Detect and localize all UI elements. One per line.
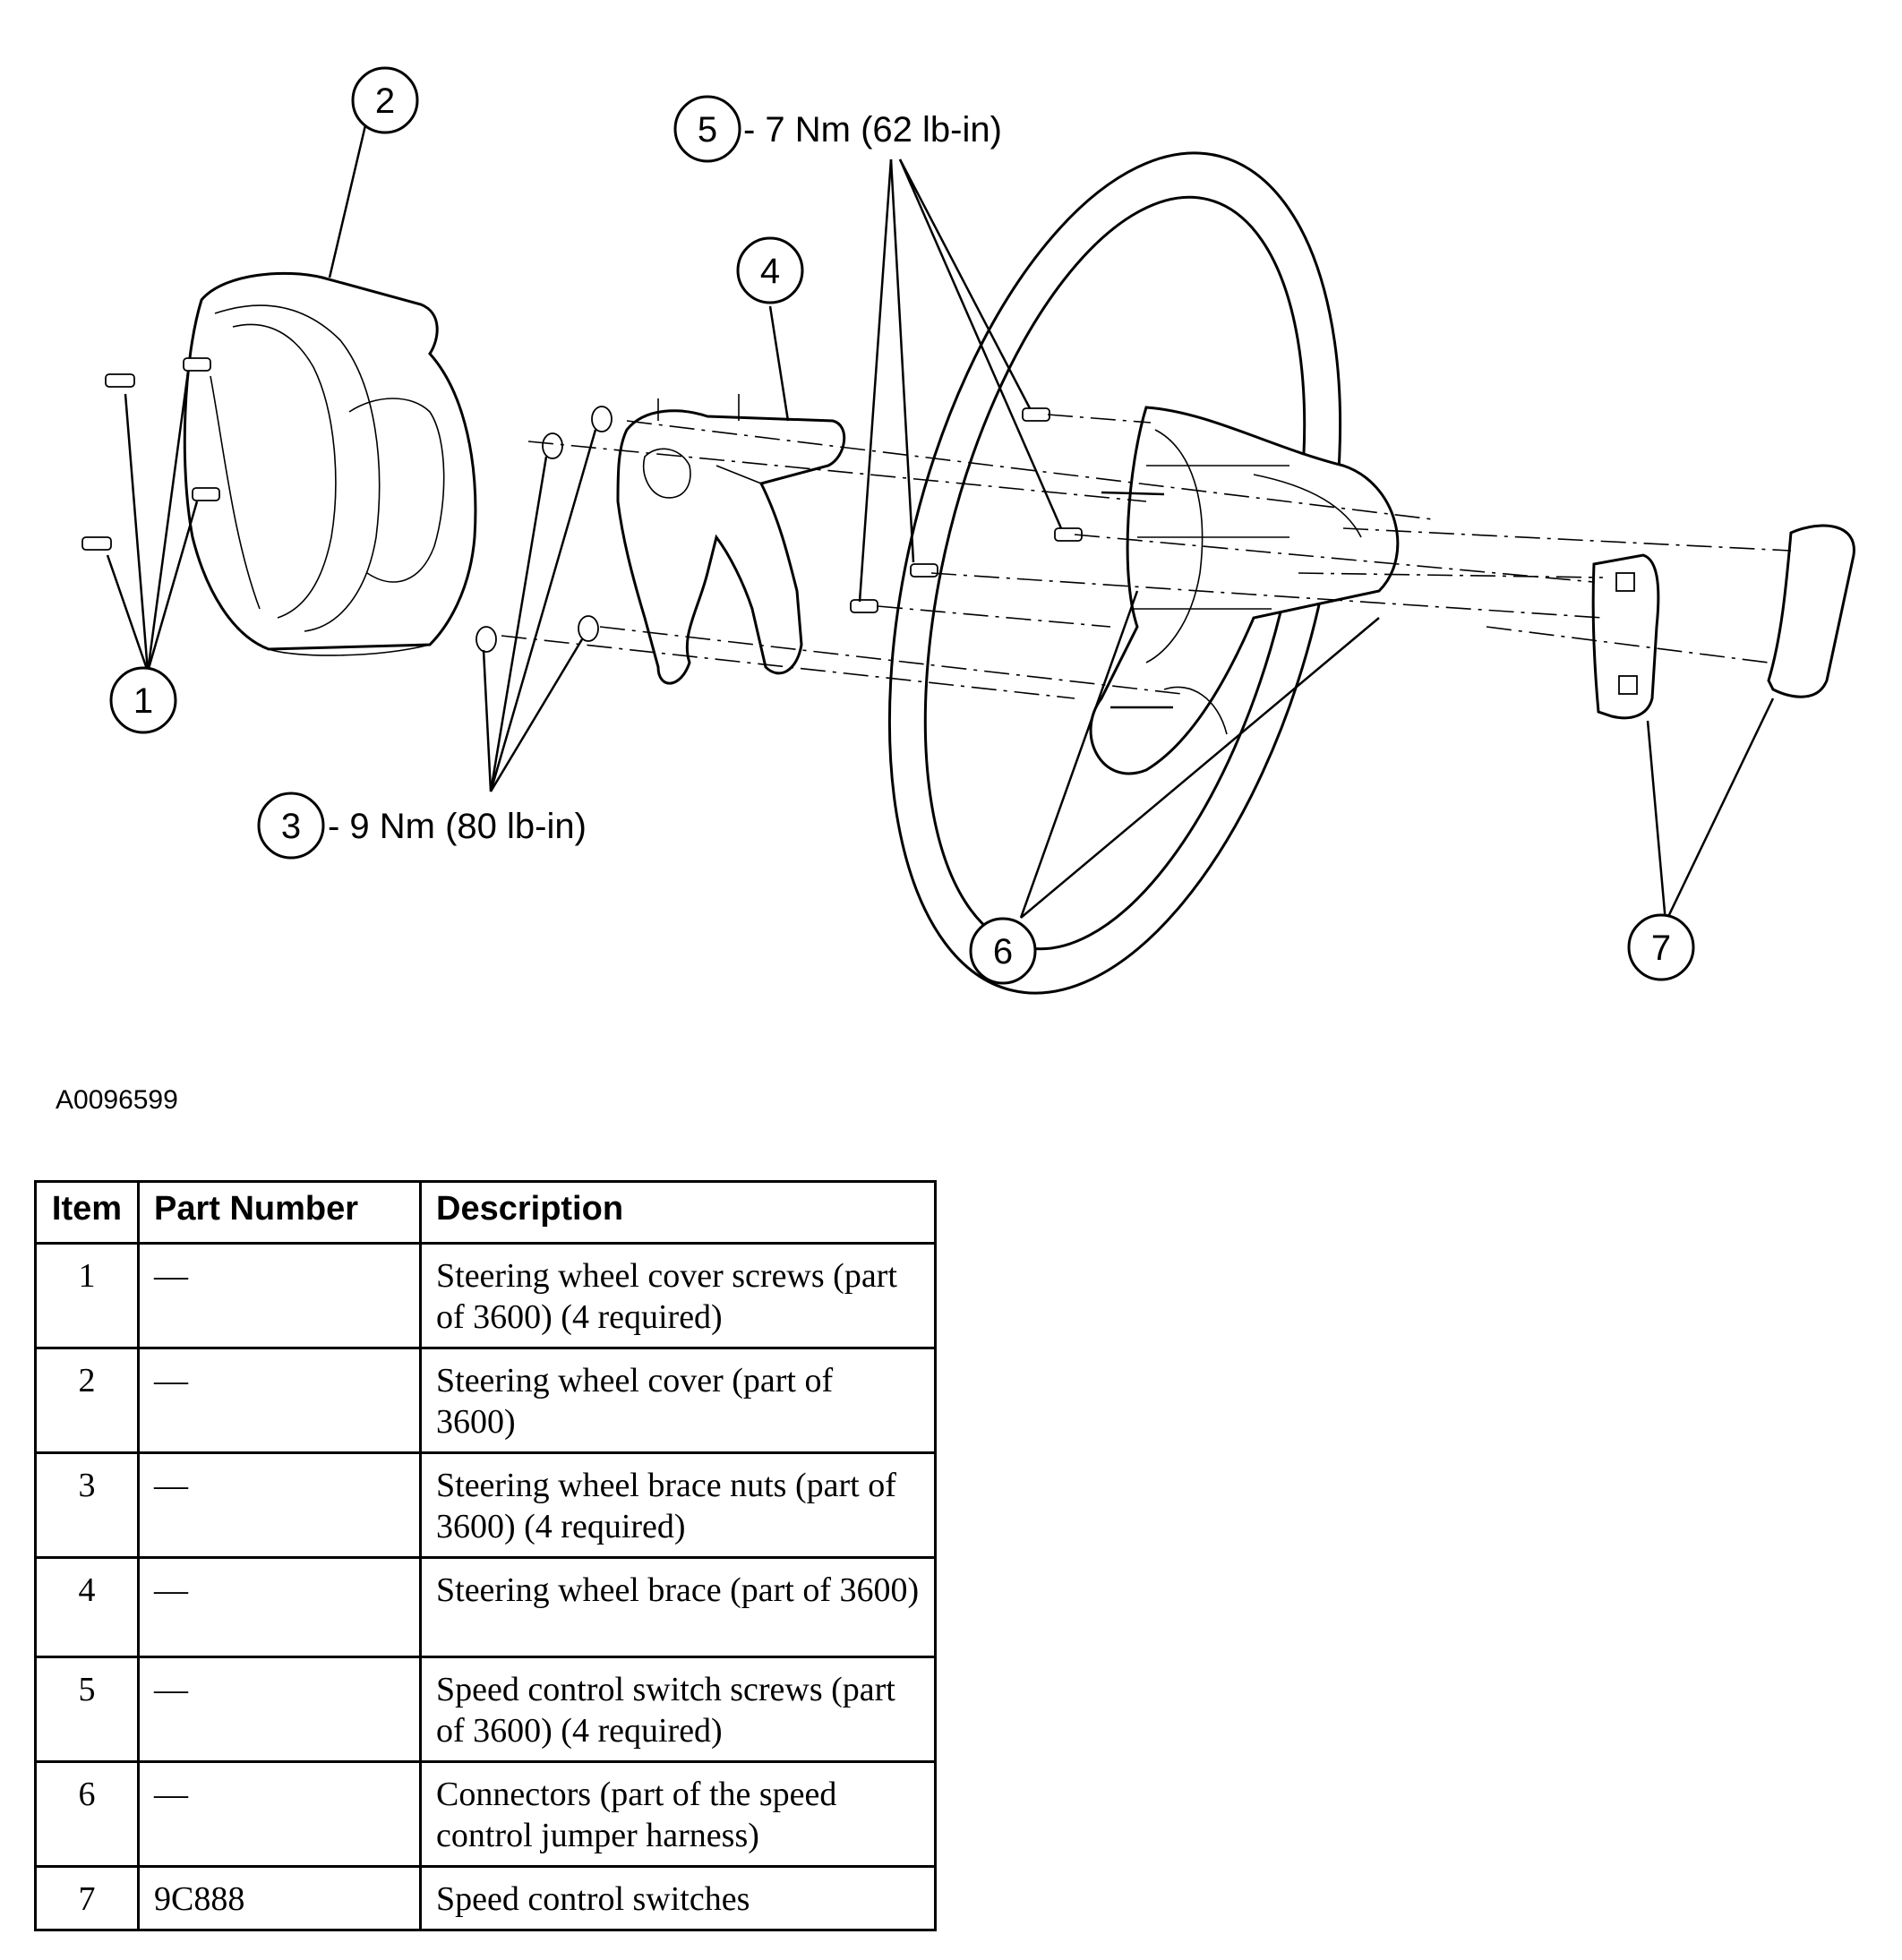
steering-wheel-brace bbox=[616, 394, 846, 685]
svg-text:2: 2 bbox=[375, 81, 395, 121]
torque-label-3: - 9 Nm (80 lb-in) bbox=[328, 807, 587, 846]
cell-part-number: — bbox=[137, 1556, 422, 1658]
cell-item: 3 bbox=[34, 1451, 140, 1559]
cell-description: Speed control switch screws (part of 360… bbox=[419, 1656, 937, 1763]
cell-item: 6 bbox=[34, 1760, 140, 1868]
callout-3: 3 - 9 Nm (80 lb-in) bbox=[257, 792, 587, 860]
cell-item: 5 bbox=[34, 1656, 140, 1763]
svg-text:5: 5 bbox=[698, 110, 717, 150]
figure-id: A0096599 bbox=[56, 1085, 178, 1115]
callout-5: 5 - 7 Nm (62 lb-in) bbox=[673, 95, 1002, 163]
cell-description: Steering wheel cover (part of 3600) bbox=[419, 1347, 937, 1454]
svg-text:3: 3 bbox=[281, 807, 301, 846]
svg-text:7: 7 bbox=[1651, 929, 1671, 968]
header-item: Item bbox=[34, 1180, 140, 1245]
header-description: Description bbox=[419, 1180, 937, 1245]
table-header-row: Item Part Number Description bbox=[34, 1180, 937, 1245]
torque-label-5: - 7 Nm (62 lb-in) bbox=[743, 110, 1002, 150]
cell-item: 7 bbox=[34, 1865, 140, 1931]
cell-part-number: — bbox=[137, 1347, 422, 1454]
speed-control-switches bbox=[1591, 524, 1855, 720]
svg-text:6: 6 bbox=[993, 932, 1013, 971]
steering-wheel-cover bbox=[183, 271, 477, 656]
parts-table: Item Part Number Description 1 — Steerin… bbox=[34, 1180, 937, 1931]
table-row: 4 — Steering wheel brace (part of 3600) bbox=[34, 1556, 937, 1658]
table-row: 3 — Steering wheel brace nuts (part of 3… bbox=[34, 1451, 937, 1559]
cell-item: 4 bbox=[34, 1556, 140, 1658]
cell-item: 2 bbox=[34, 1347, 140, 1454]
cell-item: 1 bbox=[34, 1242, 140, 1349]
table-row: 7 9C888 Speed control switches bbox=[34, 1865, 937, 1931]
table-row: 5 — Speed control switch screws (part of… bbox=[34, 1656, 937, 1763]
cell-description: Steering wheel cover screws (part of 360… bbox=[419, 1242, 937, 1349]
cell-description: Connectors (part of the speed control ju… bbox=[419, 1760, 937, 1868]
callout-4: 4 bbox=[736, 236, 804, 304]
callout-7: 7 bbox=[1627, 913, 1695, 981]
cell-part-number: 9C888 bbox=[137, 1865, 422, 1931]
cell-part-number: — bbox=[137, 1451, 422, 1559]
cover-screws bbox=[81, 357, 220, 551]
svg-text:1: 1 bbox=[133, 681, 153, 721]
cell-description: Speed control switches bbox=[419, 1865, 937, 1931]
table-row: 2 — Steering wheel cover (part of 3600) bbox=[34, 1347, 937, 1454]
svg-text:4: 4 bbox=[760, 252, 780, 291]
callout-6: 6 bbox=[969, 917, 1037, 985]
exploded-view-diagram: 1 2 3 - 9 Nm (80 lb-in) 4 5 - 7 Nm (62 l… bbox=[81, 66, 1855, 995]
alignment-lines bbox=[501, 414, 1792, 699]
callout-2: 2 bbox=[351, 66, 419, 134]
table-row: 1 — Steering wheel cover screws (part of… bbox=[34, 1242, 937, 1349]
leader-lines bbox=[106, 124, 1775, 923]
cell-description: Steering wheel brace nuts (part of 3600)… bbox=[419, 1451, 937, 1559]
callout-1: 1 bbox=[109, 666, 177, 734]
cell-part-number: — bbox=[137, 1760, 422, 1868]
cell-description: Steering wheel brace (part of 3600) bbox=[419, 1556, 937, 1658]
brace-nuts bbox=[476, 406, 613, 653]
switch-screws bbox=[850, 407, 1083, 613]
cell-part-number: — bbox=[137, 1656, 422, 1763]
cell-part-number: — bbox=[137, 1242, 422, 1349]
steering-wheel bbox=[887, 151, 1400, 995]
table-row: 6 — Connectors (part of the speed contro… bbox=[34, 1760, 937, 1868]
header-part-number: Part Number bbox=[137, 1180, 422, 1245]
